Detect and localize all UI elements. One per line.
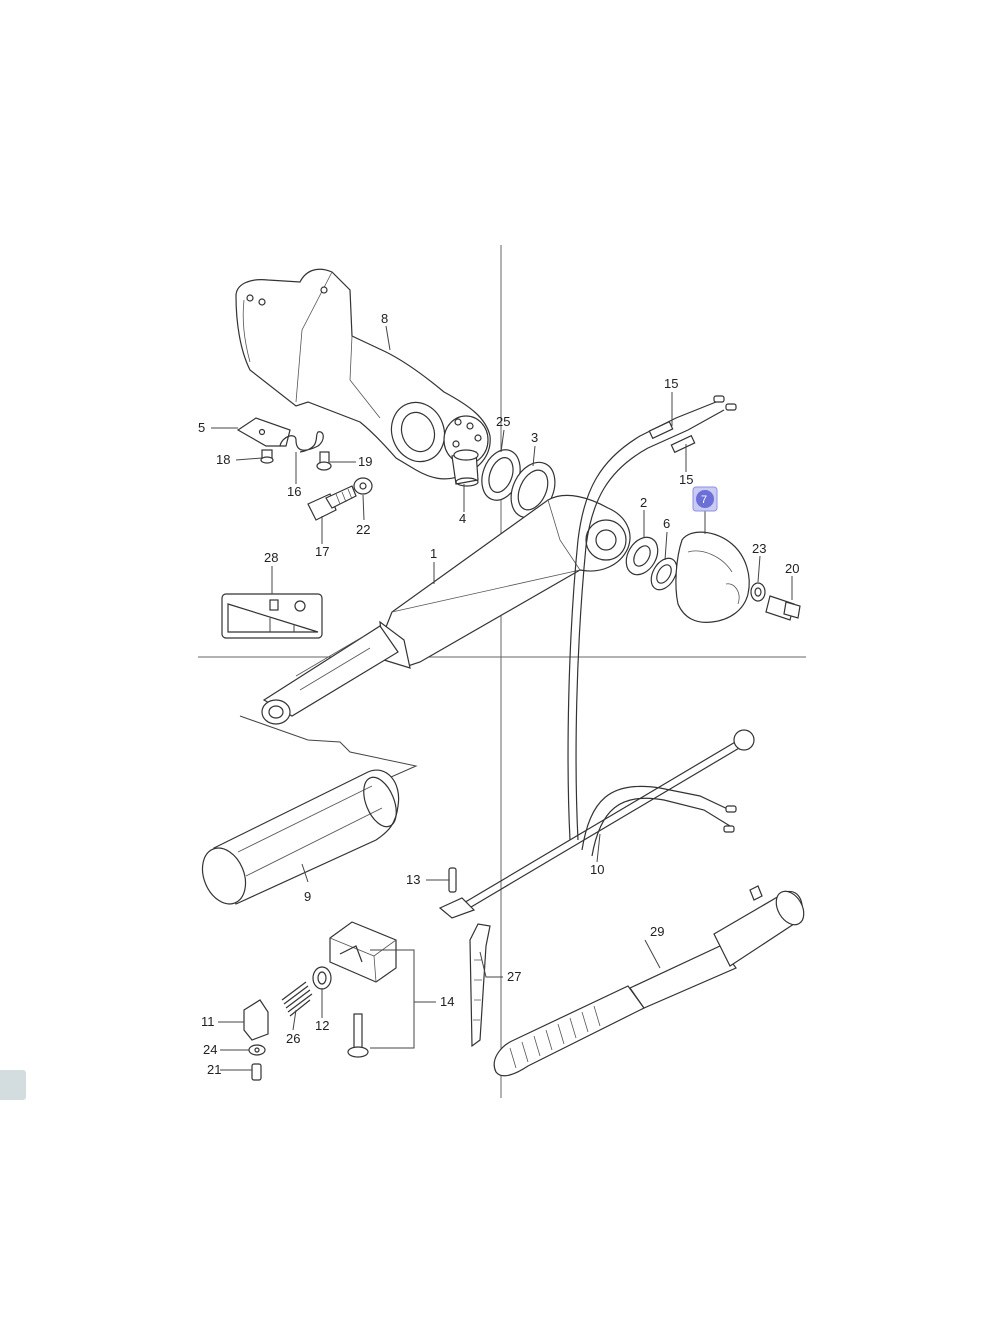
label-part-10[interactable]: 10 [590, 862, 604, 877]
label-part-27[interactable]: 27 [507, 969, 521, 984]
label-part-25[interactable]: 25 [496, 414, 510, 429]
part-13-pin[interactable] [448, 867, 457, 893]
connector-tiller-to-grip [239, 715, 418, 805]
label-part-22[interactable]: 22 [356, 522, 370, 537]
selected-part-dot [696, 490, 714, 508]
part-28-decal[interactable] [221, 593, 323, 639]
part-9-grip[interactable] [195, 769, 403, 910]
part-26-spring[interactable] [281, 981, 313, 1017]
part-24-washer[interactable] [248, 1044, 266, 1056]
label-part-19[interactable]: 19 [358, 454, 372, 469]
part-27-cable-tie[interactable] [469, 923, 491, 1048]
part-1-tiller-arm[interactable] [261, 494, 631, 725]
part-6-washer[interactable] [646, 554, 682, 594]
part-14-friction-block[interactable] [329, 921, 397, 1058]
label-part-18[interactable]: 18 [216, 452, 230, 467]
label-part-11[interactable]: 11 [201, 1014, 215, 1029]
part-4-bushing[interactable] [451, 449, 479, 487]
label-part-16[interactable]: 16 [287, 484, 301, 499]
part-7-throttle-cover[interactable] [675, 531, 750, 623]
part-10-throttle-shaft[interactable] [438, 729, 755, 919]
part-8-bracket[interactable] [235, 268, 491, 480]
part-11-knob[interactable] [243, 999, 269, 1041]
part-19-screw[interactable] [316, 451, 332, 471]
part-23-washer[interactable] [750, 582, 766, 602]
part-5-plate[interactable] [236, 417, 291, 447]
label-part-14[interactable]: 14 [440, 994, 454, 1009]
label-part-17[interactable]: 17 [315, 544, 329, 559]
part-18-screw[interactable] [260, 449, 274, 464]
label-part-1[interactable]: 1 [430, 546, 437, 561]
label-part-9[interactable]: 9 [304, 889, 311, 904]
label-part-15-bottom[interactable]: 15 [679, 472, 693, 487]
label-part-5[interactable]: 5 [198, 420, 205, 435]
part-2-washer[interactable] [620, 532, 664, 581]
part-29-extension-handle[interactable] [493, 885, 809, 1077]
side-panel-tab[interactable] [0, 1070, 26, 1100]
label-part-4[interactable]: 4 [459, 511, 466, 526]
part-15-throttle-cables[interactable] [567, 395, 737, 857]
label-part-26[interactable]: 26 [286, 1031, 300, 1046]
label-part-8[interactable]: 8 [381, 311, 388, 326]
label-part-21[interactable]: 21 [207, 1062, 221, 1077]
label-part-29[interactable]: 29 [650, 924, 664, 939]
label-part-7[interactable]: 7 [701, 494, 707, 506]
label-part-12[interactable]: 12 [315, 1018, 329, 1033]
label-part-15-top[interactable]: 15 [664, 376, 678, 391]
label-part-2[interactable]: 2 [640, 495, 647, 510]
part-16-spring-clip[interactable] [279, 431, 324, 453]
label-part-3[interactable]: 3 [531, 430, 538, 445]
part-17-bolt[interactable] [307, 485, 357, 521]
label-part-24[interactable]: 24 [203, 1042, 217, 1057]
label-part-23[interactable]: 23 [752, 541, 766, 556]
label-part-28[interactable]: 28 [264, 550, 278, 565]
part-22-washer[interactable] [353, 477, 373, 495]
label-part-6[interactable]: 6 [663, 516, 670, 531]
part-12-collar[interactable] [312, 966, 332, 990]
part-20-bolt[interactable] [765, 595, 801, 621]
part-21-screw[interactable] [251, 1063, 262, 1081]
leader-lines [211, 325, 793, 1071]
label-part-20[interactable]: 20 [785, 561, 799, 576]
label-part-13[interactable]: 13 [406, 872, 420, 887]
